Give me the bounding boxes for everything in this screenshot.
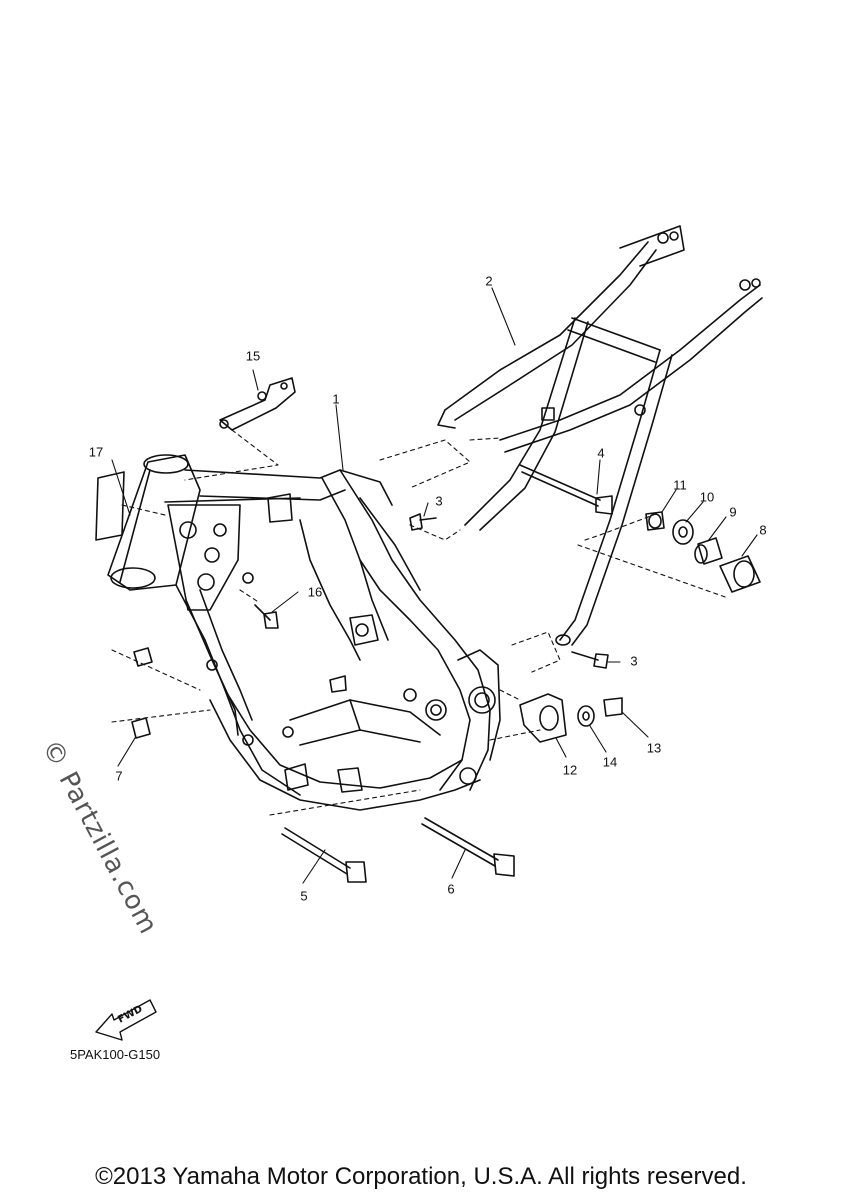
part-label-4: 4 bbox=[597, 445, 605, 461]
collar-9 bbox=[694, 537, 723, 565]
bolt-16 bbox=[254, 604, 279, 629]
part-label-9: 9 bbox=[729, 504, 737, 520]
rear-subframe bbox=[437, 225, 763, 646]
bracket-15 bbox=[219, 377, 296, 431]
fwd-arrow-icon: FWD bbox=[95, 999, 157, 1041]
bracket-12 bbox=[519, 693, 567, 743]
nut-7 bbox=[131, 647, 153, 739]
part-label-12: 12 bbox=[562, 762, 578, 778]
part-label-16: 16 bbox=[307, 584, 323, 600]
part-label-17: 17 bbox=[88, 444, 104, 460]
bolt-5 bbox=[281, 827, 367, 883]
part-label-2: 2 bbox=[485, 273, 493, 289]
drawing-code: 5PAK100-G150 bbox=[70, 1047, 161, 1062]
label-plate-17 bbox=[95, 471, 125, 541]
bolt-4 bbox=[519, 464, 613, 515]
part-label-6: 6 bbox=[447, 881, 455, 897]
part-label-3a: 3 bbox=[435, 493, 443, 509]
fwd-text: FWD bbox=[116, 1004, 144, 1026]
collar-14 bbox=[577, 705, 595, 727]
part-label-8: 8 bbox=[759, 522, 767, 538]
part-label-14: 14 bbox=[602, 754, 618, 770]
part-label-1: 1 bbox=[332, 391, 340, 407]
bolt-6 bbox=[421, 817, 515, 877]
bolt-3b bbox=[571, 651, 609, 669]
part-label-10: 10 bbox=[699, 489, 715, 505]
part-label-7: 7 bbox=[115, 768, 123, 784]
part-label-13: 13 bbox=[646, 740, 662, 756]
connection-lines bbox=[111, 429, 729, 816]
bolt-3a bbox=[409, 513, 437, 531]
washer-10 bbox=[672, 519, 694, 545]
bolt-13 bbox=[603, 697, 623, 717]
main-frame bbox=[107, 454, 501, 811]
copyright-notice: ©2013 Yamaha Motor Corporation, U.S.A. A… bbox=[95, 1163, 747, 1190]
leader-lines bbox=[111, 287, 758, 884]
part-label-5: 5 bbox=[300, 888, 308, 904]
damper-8 bbox=[719, 555, 761, 593]
part-label-11: 11 bbox=[673, 477, 687, 493]
part-label-15: 15 bbox=[245, 348, 261, 364]
part-label-3b: 3 bbox=[630, 653, 638, 669]
